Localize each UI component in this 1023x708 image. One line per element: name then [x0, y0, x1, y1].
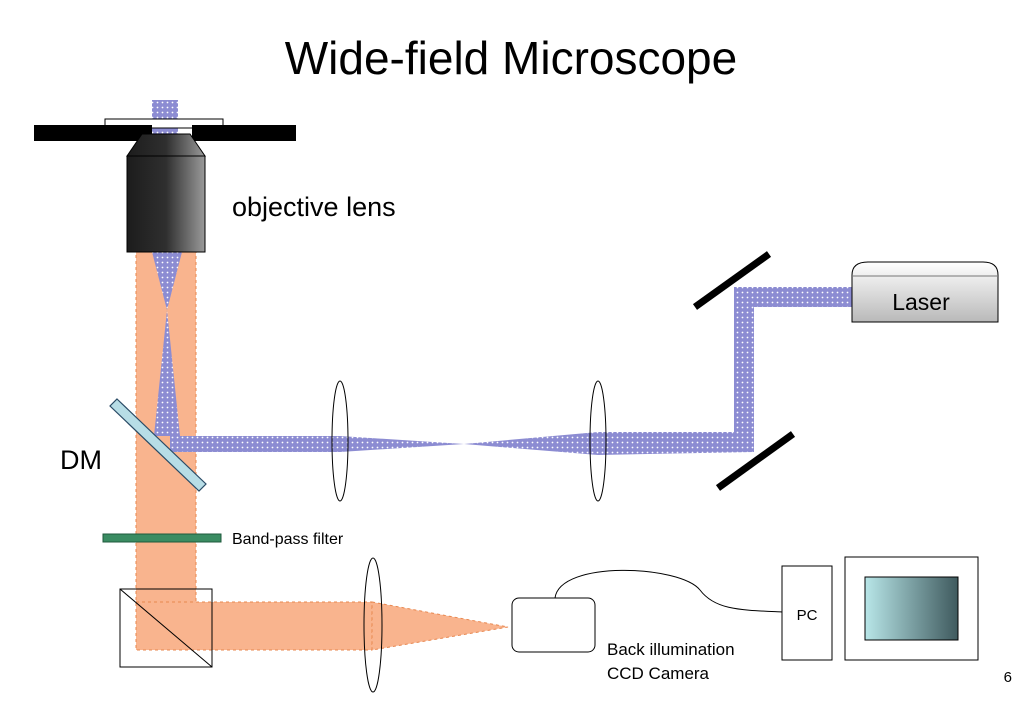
objective-lens [126, 133, 206, 253]
excitation-beam-from-laser [734, 287, 854, 307]
laser-label: Laser [892, 289, 950, 315]
slide-title: Wide-field Microscope [285, 32, 737, 84]
excitation-beam [152, 100, 854, 455]
excitation-beam-cross-lower [154, 310, 180, 436]
monitor [844, 556, 979, 661]
pc-label: PC [797, 607, 818, 624]
camera-label-line2: CCD Camera [607, 664, 710, 683]
lens-2 [589, 380, 607, 502]
pc-tower [781, 565, 833, 661]
objective-lens-label: objective lens [232, 192, 396, 222]
lens-1 [331, 380, 349, 502]
excitation-beam-riser [734, 287, 754, 452]
objective-body [126, 155, 206, 253]
stage-left [34, 125, 152, 141]
band-pass-filter-label: Band-pass filter [232, 531, 344, 548]
camera-cable [554, 569, 783, 613]
emission-beam-horizontal [135, 601, 373, 651]
dichroic-mirror [109, 398, 207, 492]
mirror-lower [715, 431, 796, 491]
excitation-beam-cross-upper [152, 252, 182, 310]
laser [851, 261, 999, 323]
beam-splitter-cube [119, 588, 213, 668]
stage-right [192, 125, 296, 141]
cube-outline [119, 588, 213, 668]
excitation-beam-expander [170, 436, 464, 452]
laser-body [851, 261, 999, 323]
cube-diagonal [119, 588, 213, 668]
emission-beam-focus [371, 601, 509, 651]
band-pass-filter [102, 533, 222, 543]
dm-label: DM [60, 445, 102, 475]
sample-stage [34, 118, 296, 141]
excitation-beam-expander-right [464, 432, 754, 455]
camera-label-line1: Back illumination [607, 640, 735, 659]
mirror-upper [692, 251, 772, 310]
ccd-camera [511, 597, 596, 653]
monitor-screen [864, 576, 959, 641]
lens-3 [363, 557, 383, 693]
page-number: 6 [1004, 669, 1012, 686]
cover-slip [104, 118, 224, 129]
